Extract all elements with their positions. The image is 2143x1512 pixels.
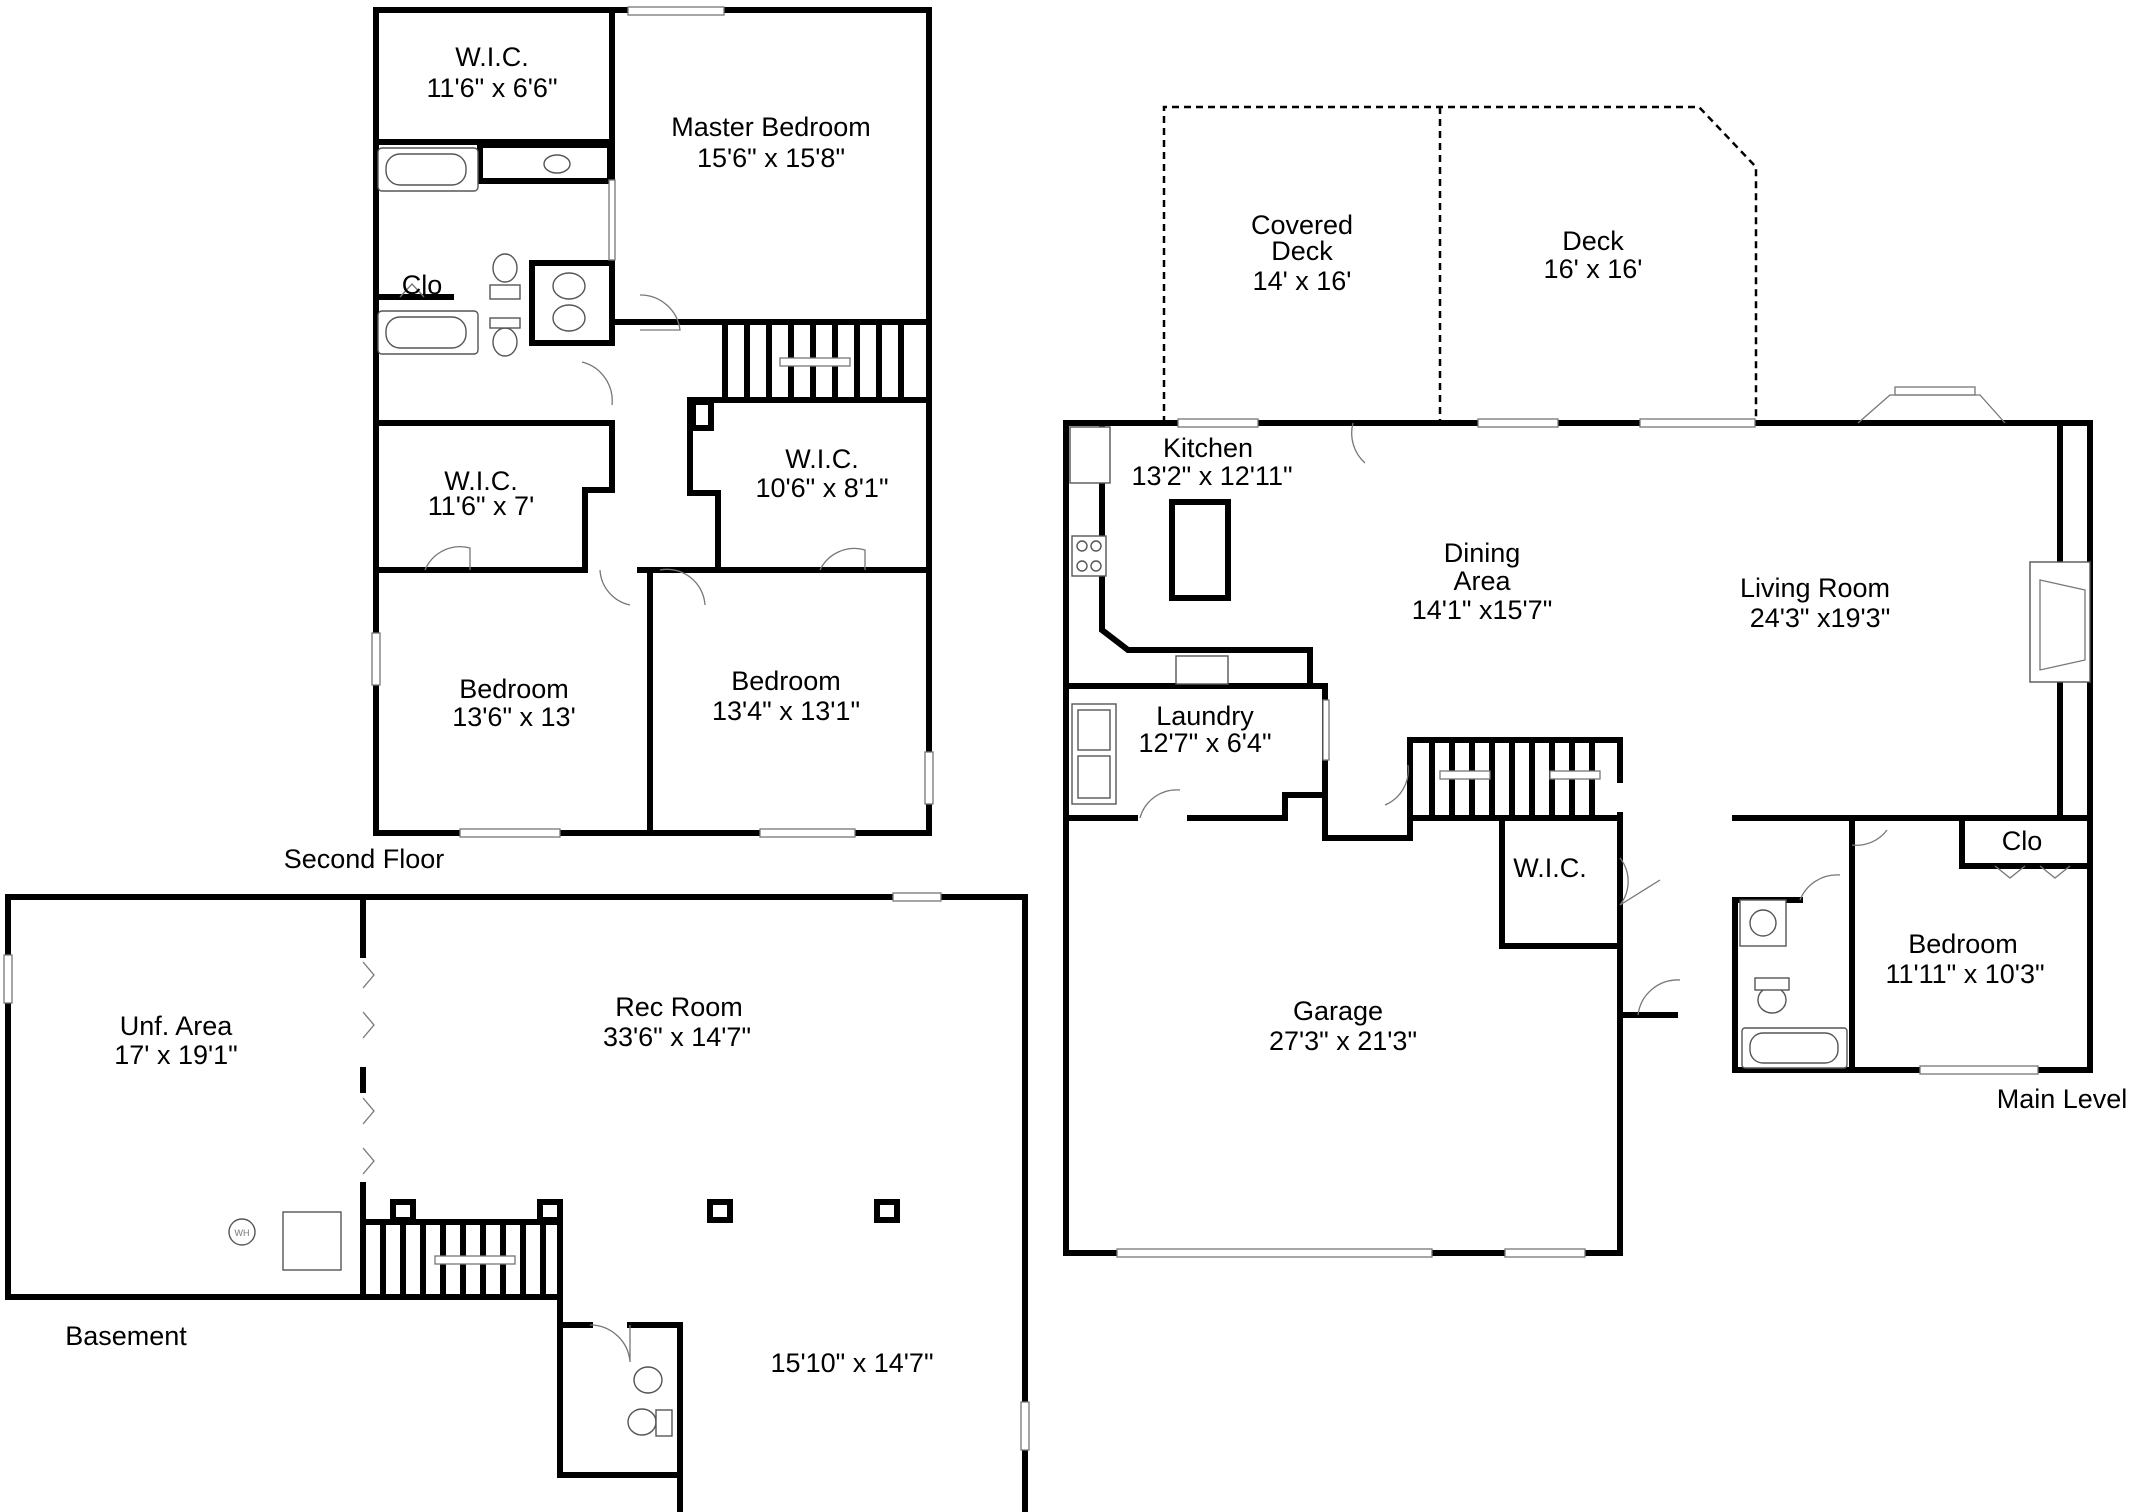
unf-area-dims: 17' x 19'1" [114,1040,237,1070]
main-level-title: Main Level [1997,1084,2128,1114]
bedroom-right-dims: 13'4" x 13'1" [712,696,860,726]
living-room-label: Living Room [1740,573,1890,603]
bedroom-left-dims: 13'6" x 13' [452,702,575,732]
main-level-labels: Covered Deck 14' x 16' Deck 16' x 16' Ki… [1131,210,2127,1114]
main-level-doors [1116,386,2071,1258]
garage-label: Garage [1293,996,1383,1026]
basement-plan: WH Unf. Area 17' x 19'1" Rec Room 33'6" … [3,892,1030,1512]
dining-area-dims: 14'1" x15'7" [1412,595,1553,625]
second-floor-doors [371,6,934,838]
basement-walls [5,894,1028,1512]
basement-stairs [380,1222,546,1297]
wic-right-dims: 10'6" x 8'1" [755,473,888,503]
master-bedroom-label: Master Bedroom [671,112,871,142]
covered-deck-label-1: Covered [1251,210,1353,240]
main-clo-label: Clo [2002,826,2043,856]
dining-area-label-1: Dining [1444,538,1521,568]
kitchen-dims: 13'2" x 12'11" [1131,461,1292,491]
main-bedroom-dims: 11'11" x 10'3" [1885,959,2044,989]
main-level-plan: Covered Deck 14' x 16' Deck 16' x 16' Ki… [1063,105,2127,1258]
wic-right-label: W.I.C. [785,444,859,474]
kitchen-label: Kitchen [1163,433,1253,463]
wic-master-dims: 11'6" x 6'6" [426,73,557,103]
main-level-stairs [1410,737,1620,818]
second-floor-fixtures [377,147,586,357]
rec-room-dims: 33'6" x 14'7" [603,1022,751,1052]
wic-left-label: W.I.C. [444,466,518,496]
basement-title: Basement [65,1321,187,1351]
covered-deck-dims: 14' x 16' [1253,266,1352,296]
wic-master-label: W.I.C. [455,42,529,72]
garage-dims: 27'3" x 21'3" [1269,1026,1417,1056]
second-floor-labels: W.I.C. 11'6" x 6'6" Master Bedroom 15'6"… [284,42,889,874]
dining-area-label-2: Area [1453,566,1511,596]
rec-room-extension-dims: 15'10" x 14'7" [770,1348,933,1378]
master-bedroom-dims: 15'6" x 15'8" [697,143,845,173]
water-heater-label: WH [235,1228,250,1238]
second-clo-label: Clo [402,270,443,300]
basement-fixtures: WH [228,1211,673,1437]
laundry-label: Laundry [1156,701,1254,731]
unf-area-label: Unf. Area [120,1011,234,1041]
second-floor-plan: W.I.C. 11'6" x 6'6" Master Bedroom 15'6"… [284,6,934,874]
deck-label: Deck [1562,226,1624,256]
bedroom-left-label: Bedroom [459,674,569,704]
living-room-dims: 24'3" x19'3" [1750,603,1891,633]
rec-room-label: Rec Room [615,992,743,1022]
wic-left-dims: 11'6" x 7' [428,491,534,521]
laundry-dims: 12'7" x 6'4" [1138,728,1271,758]
main-wic-label: W.I.C. [1513,853,1587,883]
main-level-walls [1063,420,2093,1256]
bedroom-right-label: Bedroom [731,666,841,696]
second-floor-title: Second Floor [284,844,445,874]
deck-dims: 16' x 16' [1544,254,1643,284]
second-floor-stairs [744,322,904,400]
main-level-fixtures [1069,426,2091,1069]
main-bedroom-label: Bedroom [1908,929,2018,959]
basement-labels: Unf. Area 17' x 19'1" Rec Room 33'6" x 1… [65,992,933,1378]
covered-deck-label-2: Deck [1271,236,1333,266]
decks [1162,105,1758,423]
basement-doors [3,892,1030,1451]
